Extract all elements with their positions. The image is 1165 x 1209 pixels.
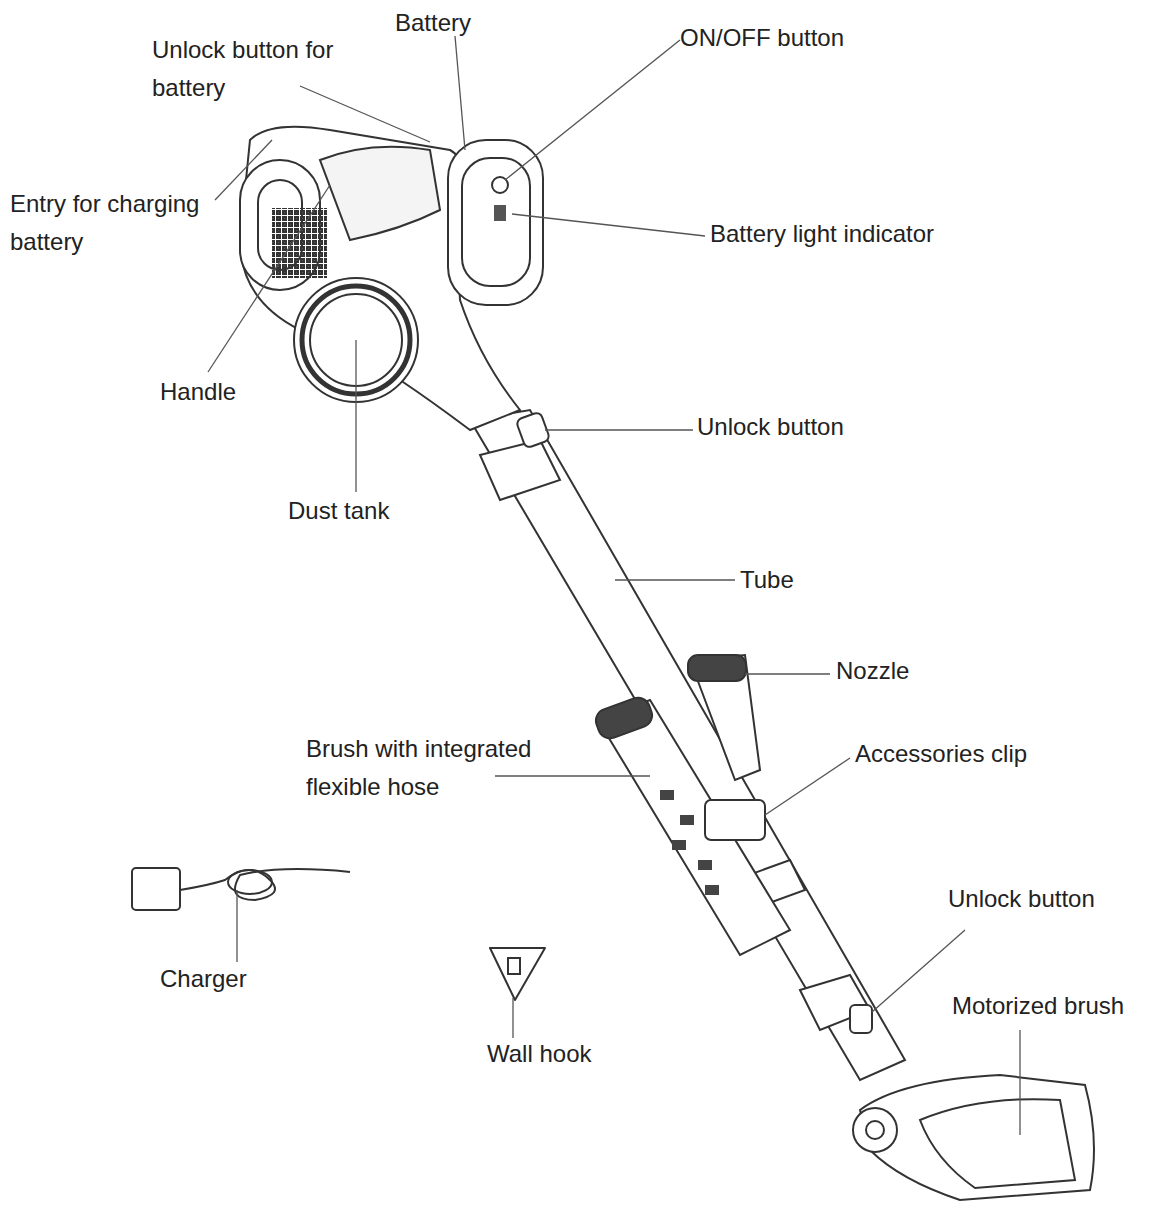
charger-cord <box>180 869 350 900</box>
charger <box>132 868 350 910</box>
brush-joint-inner <box>866 1121 884 1139</box>
leader-line <box>512 214 705 236</box>
brush-cover <box>920 1099 1075 1188</box>
leader-line <box>355 340 356 492</box>
tube <box>470 410 905 1080</box>
leader-line <box>745 673 830 674</box>
leader-line <box>236 890 237 962</box>
part-label: Nozzle <box>836 652 986 690</box>
leader-line <box>512 998 513 1038</box>
leader-line <box>615 579 735 580</box>
leader-line <box>455 36 465 150</box>
brush-joint <box>853 1108 897 1152</box>
battery-light-shape <box>494 205 506 221</box>
leader-line <box>495 775 650 776</box>
part-label: Accessories clip <box>855 735 1135 773</box>
part-label: Battery light indicator <box>710 215 1040 253</box>
handle-grip <box>320 147 440 240</box>
battery-face <box>462 158 530 286</box>
hose-rib <box>680 815 694 825</box>
cord-coil <box>228 870 272 894</box>
hose-rib <box>672 840 686 850</box>
tube-body <box>470 410 905 1080</box>
nozzle-bristles <box>688 655 746 681</box>
brush-hose <box>598 700 790 955</box>
leader-line <box>765 758 850 815</box>
hose-rib <box>698 860 712 870</box>
leader-line <box>545 429 693 430</box>
accessories-clip-shape <box>705 800 765 840</box>
vent-grille <box>272 208 327 278</box>
leader-line <box>215 140 272 200</box>
charger-plug <box>132 868 180 910</box>
wall-hook-shape <box>490 948 545 1000</box>
part-label: Motorized brush <box>952 987 1162 1025</box>
part-label: Tube <box>740 561 860 599</box>
part-label: Battery <box>395 4 555 42</box>
part-label: Charger <box>160 960 310 998</box>
battery-pack <box>448 140 543 305</box>
part-label: Unlock button for battery <box>152 31 367 107</box>
leader-line <box>208 185 330 372</box>
hose-rib <box>705 885 719 895</box>
motorized-brush <box>853 1075 1094 1200</box>
hose-rib <box>660 790 674 800</box>
part-label: Dust tank <box>288 492 468 530</box>
part-label: Wall hook <box>487 1035 657 1073</box>
part-label: Handle <box>160 373 300 411</box>
leader-line <box>1019 1030 1020 1135</box>
part-label: Unlock button <box>948 880 1158 918</box>
part-label: Unlock button <box>697 408 937 446</box>
part-label: Entry for charging battery <box>10 185 250 261</box>
wall-hook-slot <box>508 958 520 974</box>
part-label: Brush with integrated flexible hose <box>306 730 601 806</box>
leader-line <box>505 40 680 180</box>
accessories <box>593 655 790 955</box>
tube-ring <box>480 440 560 500</box>
leader-line <box>300 86 430 142</box>
leader-line <box>872 930 965 1012</box>
part-label: ON/OFF button <box>680 19 910 57</box>
leader-lines <box>208 36 1020 1135</box>
unlock-button-shape <box>850 1005 872 1033</box>
vacuum-head <box>240 127 543 430</box>
brush-bristles <box>593 694 656 741</box>
